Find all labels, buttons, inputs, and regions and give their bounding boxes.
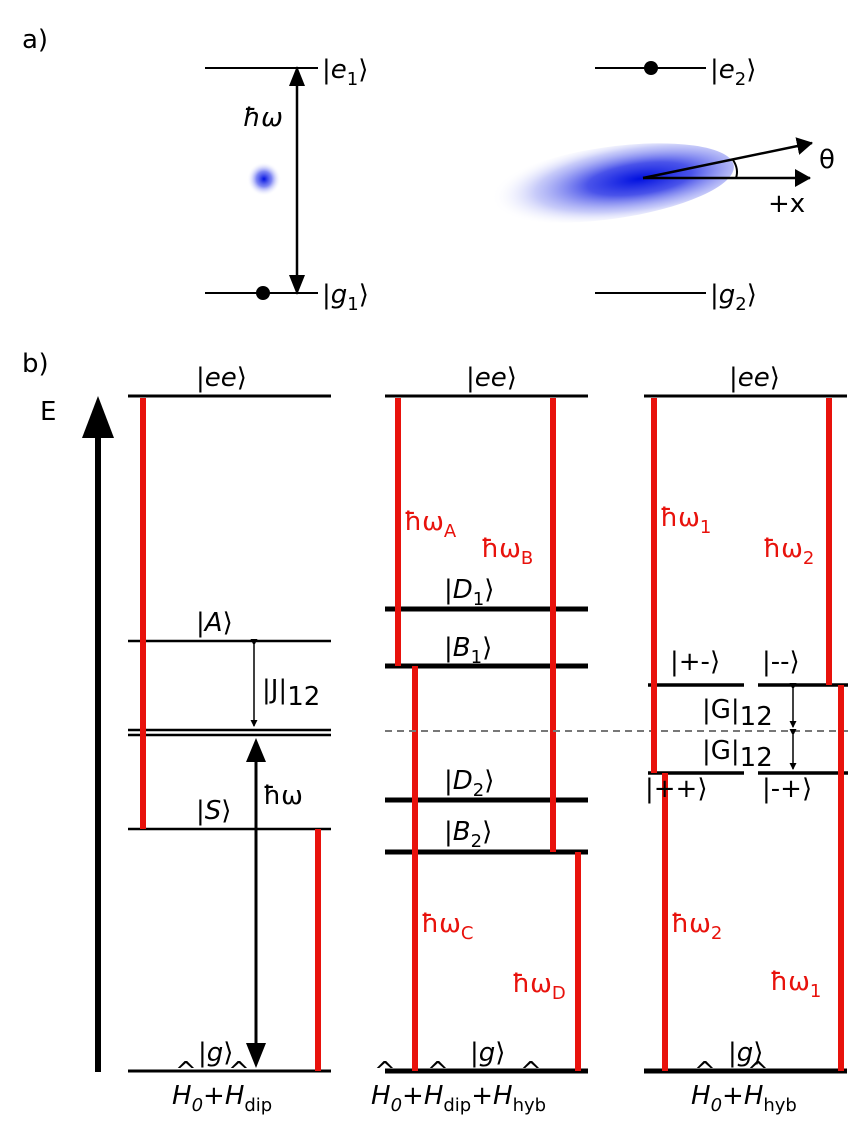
label-ee-hyb: |ee⟩: [729, 363, 780, 393]
label-S: |S⟩: [196, 796, 231, 826]
atom1-orbital: [247, 162, 281, 196]
label-A: |A⟩: [196, 608, 233, 638]
atom2-excited-label: |e2⟩: [710, 55, 756, 90]
label-omega-1-bottom: ħω1: [770, 967, 821, 1002]
hat-icon: ^: [694, 1057, 716, 1087]
atom2-angle-arc: [732, 159, 738, 179]
atom1-electron: [256, 286, 270, 300]
label-ee-dip: |ee⟩: [196, 363, 247, 393]
hat-icon: ^: [747, 1057, 769, 1087]
label-minus-minus: |--⟩: [762, 647, 800, 677]
label-minus-plus: |-+⟩: [762, 774, 812, 804]
label-g-hyb: |g⟩: [728, 1038, 763, 1068]
label-hbar-omega: ħω: [263, 781, 303, 811]
label-omega-2-bottom: ħω2: [671, 909, 722, 944]
label-omega-2-top: ħω2: [763, 534, 814, 569]
label-G12-upper: |G|12: [702, 695, 773, 732]
panel-b-label: b): [22, 349, 49, 379]
hat-icon: ^: [228, 1057, 250, 1087]
column-hyb: |ee⟩ |+-⟩ |--⟩ |++⟩ |-+⟩ |g⟩ |G|12 |G|12…: [644, 363, 848, 1116]
label-B2: |B2⟩: [444, 817, 492, 852]
atom2-ground-label: |g2⟩: [710, 280, 757, 315]
hamiltonian-dip-hyb: H0+Hdip+Hhyb: [371, 1081, 546, 1116]
label-omega-B: ħωB: [481, 534, 533, 569]
label-J12: |J|12: [262, 675, 320, 712]
atom2-axis-label: +x: [768, 189, 805, 219]
atom1-ground-label: |g1⟩: [322, 280, 369, 315]
panel-a-label: a): [22, 25, 48, 55]
label-omega-1-top: ħω1: [660, 503, 711, 538]
label-g-diphyb: |g⟩: [470, 1038, 505, 1068]
label-g-dip: |g⟩: [198, 1038, 233, 1068]
label-D1: |D1⟩: [444, 575, 494, 610]
label-plus-minus: |+-⟩: [670, 647, 720, 677]
label-B1: |B1⟩: [444, 633, 492, 668]
atom2-orbital: [486, 143, 734, 223]
hat-icon: ^: [175, 1057, 197, 1087]
atom2-angle-label: θ: [819, 145, 835, 175]
energy-axis-arrowhead: [82, 396, 114, 438]
hamiltonian-dip: H0+Hdip: [172, 1081, 272, 1116]
hat-icon: ^: [427, 1057, 449, 1087]
column-dip: |ee⟩ |A⟩ |S⟩ |g⟩ |J|12 ħω H0+Hdip ^ ^: [128, 363, 331, 1116]
label-plus-plus: |++⟩: [645, 774, 708, 804]
label-omega-A: ħωA: [404, 507, 457, 542]
atom1-transition-label: ħω: [243, 103, 283, 133]
label-G12-lower: |G|12: [702, 736, 773, 773]
hat-icon: ^: [520, 1057, 542, 1087]
column-dip-hyb: |ee⟩ |D1⟩ |B1⟩ |D2⟩ |B2⟩ |g⟩ ħωA ħωB ħωC…: [371, 363, 588, 1116]
label-ee-diphyb: |ee⟩: [466, 363, 517, 393]
label-D2: |D2⟩: [444, 766, 494, 801]
atom2-electron: [644, 61, 658, 75]
hat-icon: ^: [374, 1057, 396, 1087]
label-omega-C: ħωC: [421, 909, 473, 944]
atom1-excited-label: |e1⟩: [322, 55, 368, 90]
atom2-dipole-arrow: [642, 137, 813, 180]
energy-axis-label: E: [40, 397, 56, 427]
hamiltonian-hyb: H0+Hhyb: [691, 1081, 797, 1116]
label-omega-D: ħωD: [512, 969, 566, 1004]
